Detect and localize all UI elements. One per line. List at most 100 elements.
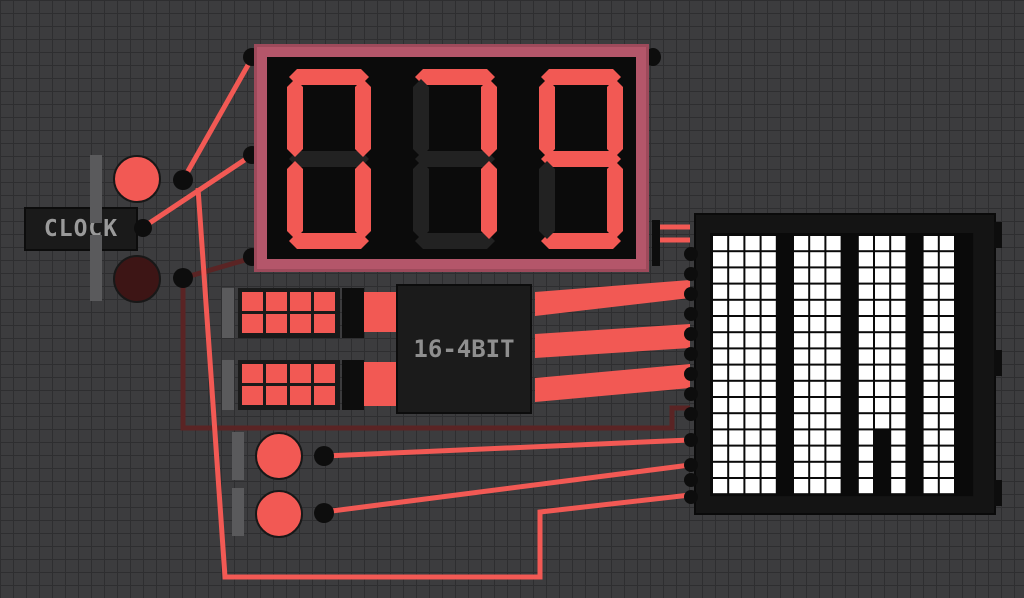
clock-button-off[interactable]: [113, 255, 161, 303]
matrix-pixel: [842, 381, 857, 396]
matrix-pixel: [923, 284, 938, 299]
digit-2: [413, 69, 497, 249]
dip-switch-2[interactable]: [238, 360, 340, 410]
dip-bit[interactable]: [266, 386, 287, 405]
dip-bit[interactable]: [242, 364, 263, 383]
matrix-pixel: [729, 236, 744, 251]
dip-bit[interactable]: [242, 386, 263, 405]
dip-bit[interactable]: [290, 314, 311, 333]
pin: [173, 268, 193, 288]
matrix-pixel: [794, 365, 809, 380]
matrix-pixel: [810, 284, 825, 299]
matrix-pixel: [713, 349, 728, 364]
pin: [314, 446, 334, 466]
matrix-pixel: [842, 236, 857, 251]
matrix-pixel: [810, 300, 825, 315]
matrix-pixel: [956, 462, 971, 477]
matrix-pixel: [842, 365, 857, 380]
matrix-pixel: [842, 284, 857, 299]
matrix-pixel: [939, 381, 954, 396]
matrix-pixel: [956, 381, 971, 396]
matrix-pixel: [777, 414, 792, 429]
matrix-pixel: [729, 365, 744, 380]
matrix-pixel: [826, 446, 841, 461]
matrix-pixel: [842, 446, 857, 461]
matrix-pixel: [794, 479, 809, 494]
dip-bit[interactable]: [314, 314, 335, 333]
input-button-3[interactable]: [255, 432, 303, 480]
matrix-pixel: [956, 398, 971, 413]
matrix-pixel: [923, 398, 938, 413]
matrix-pixel: [810, 268, 825, 283]
matrix-pixel: [875, 349, 890, 364]
segment-f: [413, 79, 429, 157]
matrix-pixel: [826, 349, 841, 364]
matrix-pixel: [713, 252, 728, 267]
matrix-pixel: [907, 430, 922, 445]
matrix-pixel: [777, 430, 792, 445]
matrix-pixel: [956, 317, 971, 332]
matrix-pixel: [875, 381, 890, 396]
segment-a: [289, 69, 369, 85]
matrix-pixel: [826, 414, 841, 429]
matrix-pixel: [826, 317, 841, 332]
matrix-pixel: [761, 252, 776, 267]
matrix-pixel: [956, 333, 971, 348]
matrix-pixel: [923, 446, 938, 461]
segment-g: [541, 151, 621, 167]
matrix-pixel: [891, 414, 906, 429]
matrix-pixel: [923, 268, 938, 283]
dip-bit[interactable]: [290, 292, 311, 311]
dip-bit[interactable]: [242, 314, 263, 333]
matrix-pixel: [939, 462, 954, 477]
matrix-pixel: [713, 462, 728, 477]
segment-e: [413, 161, 429, 239]
matrix-pixel: [923, 462, 938, 477]
matrix-pixel: [745, 349, 760, 364]
matrix-pixel: [891, 268, 906, 283]
matrix-pixel: [858, 317, 873, 332]
display-connector: [652, 220, 660, 266]
input-button-4[interactable]: [255, 490, 303, 538]
pin: [134, 219, 152, 237]
matrix-pixel: [875, 365, 890, 380]
dip-bit[interactable]: [314, 292, 335, 311]
dip-bit[interactable]: [290, 386, 311, 405]
matrix-pixel: [713, 398, 728, 413]
pin: [684, 387, 698, 401]
pin: [684, 458, 698, 472]
matrix-pixel: [858, 268, 873, 283]
clock-button-on[interactable]: [113, 155, 161, 203]
dip-bit[interactable]: [290, 364, 311, 383]
matrix-pixel: [745, 446, 760, 461]
digit-canvas: [287, 69, 623, 249]
dip-switch-1[interactable]: [238, 288, 340, 338]
dip-bit[interactable]: [314, 364, 335, 383]
matrix-pixel: [745, 268, 760, 283]
matrix-pixel: [745, 381, 760, 396]
matrix-pixel: [729, 398, 744, 413]
display-screen: [267, 57, 636, 259]
matrix-pixel: [923, 236, 938, 251]
matrix-pixel: [794, 398, 809, 413]
matrix-pixel: [842, 317, 857, 332]
matrix-pixel: [891, 300, 906, 315]
decoder-chip[interactable]: 16-4BIT: [396, 284, 532, 414]
dip-connector: [342, 360, 364, 410]
wire-off: [180, 278, 690, 431]
matrix-pixel: [826, 236, 841, 251]
matrix-pixel: [745, 462, 760, 477]
dip-bit[interactable]: [266, 292, 287, 311]
dip-bit[interactable]: [266, 314, 287, 333]
dip-bit[interactable]: [314, 386, 335, 405]
matrix-pixel: [875, 268, 890, 283]
segment-c: [481, 161, 497, 239]
matrix-pixel: [891, 398, 906, 413]
matrix-pixel: [777, 333, 792, 348]
dip-bit[interactable]: [242, 292, 263, 311]
matrix-pixel: [761, 236, 776, 251]
clock-chip[interactable]: CLOCK: [24, 207, 138, 251]
dip-bit[interactable]: [266, 364, 287, 383]
matrix-pixel: [956, 479, 971, 494]
